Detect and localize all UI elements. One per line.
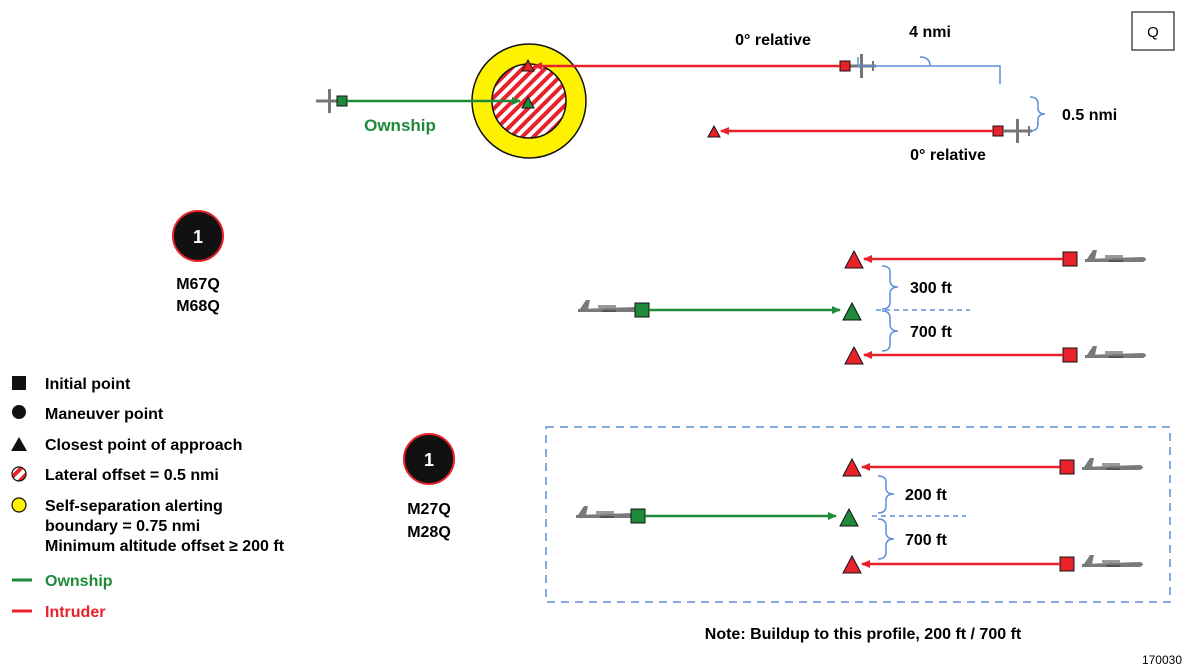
profile-badge-2: 1 M27Q M28Q: [403, 433, 455, 541]
badge-code: M67Q: [176, 276, 220, 293]
ownship-initial-point: [336, 95, 348, 107]
ownship-cpa: [842, 301, 862, 321]
intruder-cpa: [842, 554, 862, 574]
legend-ownship: Ownship: [45, 573, 113, 590]
legend-initial-point: Initial point: [45, 376, 131, 393]
ownship-initial-point: [634, 302, 650, 318]
upper-relative-label: 0° relative: [735, 32, 811, 49]
legend-ssab-line2: boundary = 0.75 nmi: [45, 518, 200, 535]
upper-separation-label: 200 ft: [905, 487, 947, 504]
vertical-profile-2: 200 ft 700 ft: [545, 426, 1171, 603]
self-separation-icon: [11, 497, 27, 513]
badge-code: M28Q: [407, 524, 451, 541]
lower-separation-label: 700 ft: [905, 532, 947, 549]
lower-separation-label: 700 ft: [910, 324, 952, 341]
badge-code: M68Q: [176, 298, 220, 315]
legend-ssab-line1: Self-separation alerting: [45, 498, 223, 515]
ownship-aircraft-icon: [576, 506, 637, 518]
initial-point-icon: [12, 376, 26, 390]
figure-id: 170030: [1142, 653, 1182, 667]
legend-lateral-offset: Lateral offset = 0.5 nmi: [45, 467, 219, 484]
legend-ssab-line3: Minimum altitude offset ≥ 200 ft: [45, 538, 285, 555]
lateral-offset-icon: [11, 466, 27, 482]
intruder-2-cpa: [707, 124, 721, 138]
cpa-icon: [11, 437, 27, 451]
lower-separation-bracket: [881, 310, 899, 352]
lower-separation-bracket: [877, 518, 895, 560]
intruder-cpa: [521, 58, 535, 72]
legend: Initial point Maneuver point Closest poi…: [11, 376, 285, 621]
badge-number: 1: [424, 450, 434, 470]
ownship-initial-point: [630, 508, 646, 524]
ownship-label: Ownship: [364, 116, 436, 135]
maneuver-point-icon: [12, 405, 26, 419]
intruder-2-initial-point: [992, 125, 1004, 137]
buildup-note: Note: Buildup to this profile, 200 ft / …: [705, 626, 1022, 643]
intruder-cpa: [844, 249, 864, 269]
legend-maneuver-point: Maneuver point: [45, 406, 164, 423]
upper-separation-bracket: [877, 475, 895, 514]
intruder-aircraft-icon: [1082, 458, 1143, 470]
intruder-aircraft-icon: [1082, 555, 1143, 567]
legend-cpa: Closest point of approach: [45, 437, 242, 454]
ownship-aircraft-icon: [578, 300, 639, 312]
intruder-initial-point: [1059, 459, 1075, 475]
lower-relative-label: 0° relative: [910, 147, 986, 164]
intruder-2-aircraft-icon: [1004, 119, 1032, 143]
corner-box-label: Q: [1147, 24, 1159, 41]
legend-intruder: Intruder: [45, 604, 105, 621]
intruder-initial-point: [1062, 251, 1078, 267]
intruder-cpa: [844, 345, 864, 365]
offset-label: 0.5 nmi: [1062, 107, 1117, 124]
badge-number: 1: [193, 227, 203, 247]
distance-bracket: [857, 57, 1001, 84]
buildup-frame: [545, 426, 1171, 603]
intruder-initial-point: [1062, 347, 1078, 363]
intruder-aircraft-icon: [1085, 346, 1146, 358]
upper-separation-bracket: [881, 265, 899, 310]
badge-code: M27Q: [407, 501, 451, 518]
lateral-encounter: Ownship 0° relative 4 nmi 0° relative 0.…: [316, 24, 1117, 164]
profile-badge-1: 1 M67Q M68Q: [172, 210, 224, 315]
ownship-cpa: [521, 95, 535, 109]
ownship-cpa: [839, 507, 859, 527]
vertical-profile-1: 300 ft 700 ft: [578, 249, 1146, 365]
intruder-cpa: [842, 457, 862, 477]
intruder-aircraft-icon: [1085, 250, 1146, 262]
offset-bracket: [1029, 96, 1046, 132]
intruder-initial-point: [1059, 556, 1075, 572]
upper-separation-label: 300 ft: [910, 280, 952, 297]
corner-box: Q: [1131, 11, 1175, 51]
distance-label: 4 nmi: [909, 24, 951, 41]
intruder-initial-point: [839, 60, 851, 72]
